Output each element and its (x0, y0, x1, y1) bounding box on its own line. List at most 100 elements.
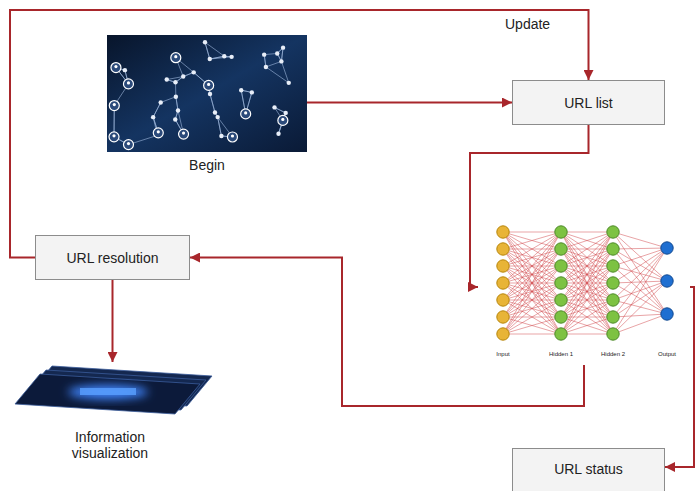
synapse-line (561, 266, 613, 334)
synapse-line (503, 266, 561, 334)
synapse-line (613, 283, 667, 314)
network-node (123, 68, 127, 72)
synapse-line (613, 248, 667, 317)
neuron (497, 311, 509, 323)
network-node (173, 117, 177, 121)
flow-arrow (10, 10, 589, 258)
neuron (497, 226, 509, 238)
neuron (661, 308, 673, 320)
synapse-line (503, 232, 561, 249)
synapse-line (561, 232, 613, 249)
neuron (555, 277, 567, 289)
network-link (210, 57, 232, 59)
network-link (153, 102, 161, 117)
synapse-line (613, 248, 667, 283)
network-node (278, 115, 288, 125)
network-node (179, 129, 189, 139)
synapse-line (503, 249, 561, 334)
synapse-line (503, 300, 561, 334)
neuron (661, 275, 673, 287)
network-node (264, 65, 268, 69)
box-label: URL list (564, 95, 613, 111)
person-icon (114, 65, 117, 68)
synapse-line (503, 232, 561, 334)
network-node (181, 74, 185, 78)
neuron (497, 328, 509, 340)
synapse-line (561, 249, 613, 334)
person-icon (112, 134, 115, 137)
layer-label: Input (496, 350, 509, 358)
synapse-line (503, 283, 561, 334)
network-node (171, 53, 181, 63)
network-node (284, 111, 288, 115)
visualization-panel (15, 374, 200, 414)
network-link (153, 102, 161, 117)
process-box: URL resolution (35, 235, 190, 280)
synapse-line (561, 232, 613, 266)
synapse-line (561, 232, 613, 266)
network-node (241, 109, 251, 119)
network-node (213, 110, 217, 114)
caption: Begin (107, 157, 307, 173)
neuron (497, 243, 509, 255)
network-link (210, 56, 225, 59)
caption: Information visualization (55, 429, 165, 461)
visualization-bar (80, 388, 136, 395)
synapse-line (613, 248, 667, 300)
neural-network-illustration (497, 226, 673, 340)
synapse-line (503, 283, 561, 334)
edge-label: Update (503, 16, 552, 32)
person-icon (157, 130, 160, 133)
synapse-line (561, 334, 613, 335)
network-node (159, 100, 163, 104)
network-node (287, 81, 291, 85)
box-label: URL status (554, 461, 623, 477)
synapse-line (561, 232, 613, 233)
network-node (203, 40, 207, 44)
synapse-line (561, 249, 613, 334)
synapse-line (561, 232, 613, 334)
synapse-line (503, 317, 561, 334)
synapse-line (561, 283, 613, 334)
network-node (151, 115, 155, 119)
network-node (272, 105, 276, 109)
network-link (161, 97, 176, 103)
synapse-line (613, 314, 667, 317)
process-box: URL list (512, 80, 665, 125)
person-icon (127, 81, 130, 84)
network-node (174, 95, 178, 99)
neuron (497, 260, 509, 272)
synapse-line (503, 300, 561, 334)
neuron (555, 311, 567, 323)
network-node (153, 128, 163, 138)
synapse-line (503, 232, 561, 317)
network-node (250, 90, 254, 94)
network-link (205, 42, 224, 56)
visualization-illustration: Information visualization (10, 362, 210, 462)
network-node (191, 70, 195, 74)
synapse-line (561, 232, 613, 283)
synapse-line (613, 232, 667, 314)
network-node (219, 134, 223, 138)
person-icon (182, 132, 185, 135)
synapse-line (503, 232, 561, 283)
neuron (607, 328, 619, 340)
network-node (227, 132, 237, 142)
network-node (109, 101, 119, 111)
synapse-line (503, 232, 561, 283)
network-node (208, 92, 212, 96)
person-icon (281, 118, 284, 121)
network-node (123, 79, 133, 89)
process-box: URL status (512, 448, 665, 491)
network-node (176, 108, 180, 112)
synapse-line (561, 232, 613, 300)
synapse-line (503, 232, 561, 334)
network-node (281, 45, 285, 49)
network-node (165, 77, 169, 81)
synapse-line (613, 248, 667, 334)
layer-label: Hidden 1 (549, 350, 573, 358)
synapse-line (561, 232, 613, 300)
network-background (107, 35, 307, 152)
neuron (607, 277, 619, 289)
network-node (208, 57, 212, 61)
